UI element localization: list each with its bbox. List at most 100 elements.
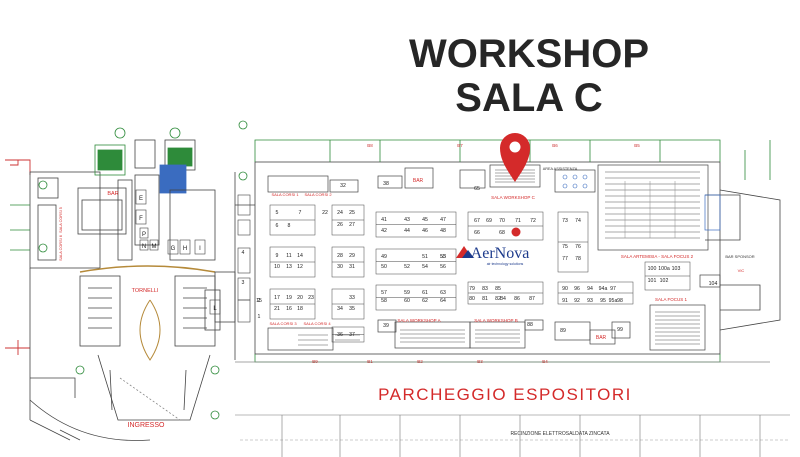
corridor-labels: B8 B7 B6 B5 B1 B2 B3 B4 B9: [312, 143, 640, 364]
booth-number: 90: [562, 286, 568, 292]
booth-number: 103: [672, 266, 681, 272]
booth-number: 51: [422, 254, 428, 260]
booth-number: 24: [337, 210, 343, 216]
booth-number: 8: [288, 223, 291, 229]
booth-number: 21: [274, 306, 280, 312]
booth-number: 76: [575, 244, 581, 250]
booth-number: 83: [482, 286, 488, 292]
left-gate-labels: G H I E F P N M L: [135, 189, 221, 315]
gate-l-label: L: [213, 306, 217, 312]
booth-number: 30: [337, 264, 343, 270]
sala-corsi-6-label: SALA CORSI 6: [59, 235, 63, 261]
booth-number: 58: [381, 298, 387, 304]
booth-number: 69: [486, 218, 492, 224]
gate-n-label: N: [142, 244, 146, 250]
corridor-b8: B8: [367, 143, 373, 148]
booth-number: 33: [349, 295, 355, 301]
parcheggio-label: PARCHEGGIO ESPOSITORI: [378, 385, 632, 404]
booth-number: 66: [474, 230, 480, 236]
gate-g-label: G: [171, 246, 176, 252]
booth-number: 95: [600, 298, 606, 304]
booth-number: 12: [297, 264, 303, 270]
booth-number: 28: [337, 253, 343, 259]
left-building: [5, 120, 255, 441]
ingresso-label: INGRESSO: [128, 422, 166, 429]
rotated-labels: SALA CORSI 5 SALA CORSI 6: [59, 207, 63, 261]
booth-number: 2: [258, 298, 261, 304]
rooms: [267, 164, 721, 351]
booth-number: 93: [587, 298, 593, 304]
corridor-b2: B2: [417, 359, 423, 364]
booth-number: 54: [422, 264, 428, 270]
booth-number: 96: [574, 286, 580, 292]
aernova-logo: AerNova air technology solutions: [456, 245, 529, 266]
booth-number: 97: [610, 286, 616, 292]
corridor-b7: B7: [457, 143, 463, 148]
booth-number: 45: [422, 217, 428, 223]
booth-number: 48: [440, 228, 446, 234]
corridor-b6: B6: [552, 143, 558, 148]
booth-number: 94a: [599, 286, 608, 292]
gate-h-label: H: [183, 246, 187, 252]
booth-number: 63: [440, 290, 446, 296]
sala-workshop-a-label: SALA WORKSHOP A: [397, 318, 440, 323]
booth-number: 56: [440, 264, 446, 270]
corridor-b4: B4: [542, 359, 548, 364]
booth-number: 84: [500, 296, 506, 302]
booth-number: 68: [499, 230, 505, 236]
booth-number: 50: [381, 264, 387, 270]
booth-number: 15: [256, 298, 262, 304]
booth-number: 11: [286, 253, 291, 259]
bar-sponsor-label: BAR SPONSOR: [725, 254, 754, 259]
booth-number: 95a: [609, 298, 618, 304]
gate-p-label: P: [142, 232, 146, 238]
booth-number: 4: [242, 250, 245, 256]
title-line-2: SALA C: [455, 76, 603, 120]
booth-number: 78: [575, 256, 581, 262]
booth-number: 60: [404, 298, 410, 304]
booth-number: 14: [297, 253, 303, 259]
booth-number: 99: [617, 327, 623, 333]
gate-e-label: E: [139, 196, 143, 202]
area-assistenza-label: AREA ASSISTENZA: [543, 167, 578, 171]
booth-number: 77: [562, 256, 568, 262]
sala-workshop-c-label: SALA WORKSHOP C: [491, 195, 535, 200]
hall-left-blocks: [237, 194, 251, 323]
booth-number: 10: [274, 264, 280, 270]
booth-number: 35: [349, 306, 355, 312]
sala-corsi-2-label: SALA CORSI 2: [304, 192, 332, 197]
corridor-b5: B5: [634, 143, 640, 148]
booth-number: 89: [560, 328, 566, 334]
booth-number: 72: [530, 218, 536, 224]
booth-number: 26: [337, 222, 343, 228]
booth-number: 44: [404, 228, 410, 234]
booth-number: 98: [617, 298, 623, 304]
gate-i-label: I: [199, 246, 201, 252]
sala-workshop-b-label: SALA WORKSHOP B: [474, 318, 517, 323]
main-hall-walls: [235, 139, 781, 363]
booth-number: 87: [529, 296, 535, 302]
booth-number: 1: [258, 314, 261, 320]
corridor-b1: B1: [367, 359, 373, 364]
seating-rows: [298, 169, 700, 346]
corridor-b9: B9: [312, 359, 318, 364]
booth-number: 16: [286, 306, 292, 312]
booth-number: 39: [383, 323, 389, 329]
sala-corsi-1-label: SALA CORSI 1: [271, 192, 299, 197]
booth-number: 41: [381, 217, 387, 223]
booth-number: 23: [308, 295, 314, 301]
booth-number: 71: [515, 218, 521, 224]
booth-number: 73: [562, 218, 568, 224]
booth-number: 9: [276, 253, 279, 259]
booth-number: 100a: [658, 266, 670, 272]
booth-number: 59: [404, 290, 410, 296]
booth-number: 27: [349, 222, 355, 228]
booth-number: 49: [381, 254, 387, 260]
booth-number: 47: [440, 217, 446, 223]
logo-text: AerNova: [471, 245, 530, 262]
booth-number: 13: [286, 264, 292, 270]
booth-number: 88: [527, 322, 533, 328]
booth-number: 37: [349, 332, 355, 338]
room-labels: BAR BAR BAR TORNELLI INGRESSO SALA CORSI…: [107, 178, 744, 429]
